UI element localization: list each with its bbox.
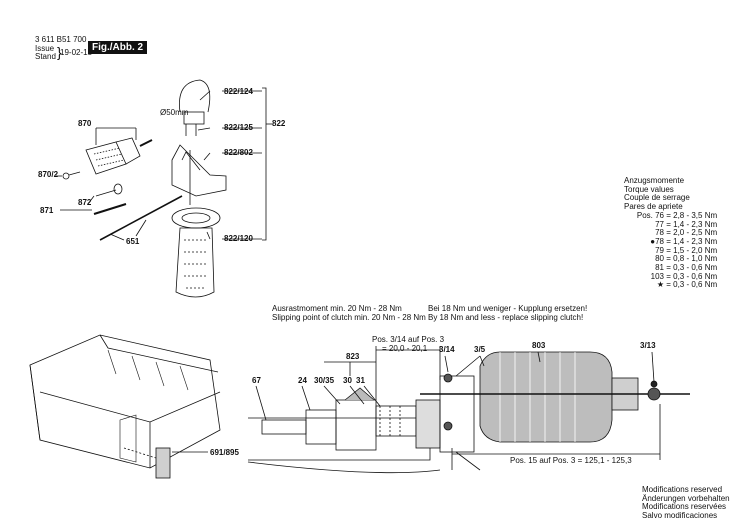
modifications-line: Modifications reserved bbox=[642, 485, 723, 494]
torque-row: 81 = 0,3 - 0,6 Nm bbox=[624, 263, 718, 273]
torque-value: = 1,4 - 2,3 Nm bbox=[666, 219, 718, 229]
handle-grip bbox=[175, 227, 215, 298]
torque-row: ★ = 0,3 - 0,6 Nm bbox=[624, 281, 717, 290]
torque-values-table: Anzugsmomente Torque values Couple de se… bbox=[624, 176, 718, 290]
diameter-label: Ø50mm bbox=[160, 108, 189, 117]
part-803: 803 bbox=[532, 341, 546, 350]
torque-value: = 1,5 - 2,0 Nm bbox=[666, 245, 718, 255]
handle-collar bbox=[171, 207, 221, 229]
carrying-case bbox=[29, 334, 221, 479]
motor-section-view bbox=[247, 346, 690, 474]
drill-chuck bbox=[85, 137, 153, 175]
torque-key: 78 bbox=[655, 236, 664, 246]
torque-title-de: Anzugsmomente bbox=[624, 176, 685, 185]
depth-gauge-clamp bbox=[179, 79, 211, 136]
part-822: 822 bbox=[272, 119, 286, 128]
part-24: 24 bbox=[298, 376, 307, 385]
part-822-802: 822/802 bbox=[224, 148, 253, 157]
torque-row: 103 = 0,3 - 0,6 Nm bbox=[624, 271, 718, 282]
part-823: 823 bbox=[346, 352, 360, 361]
torque-value: = 0,3 - 0,6 Nm bbox=[666, 280, 718, 290]
depth-rod bbox=[99, 195, 183, 241]
bracket-822 bbox=[262, 87, 267, 241]
torque-value: = 0,3 - 0,6 Nm bbox=[666, 263, 718, 273]
pos-314-label: Pos. 3/14 auf Pos. 3 bbox=[372, 335, 445, 344]
filled-circle-icon: ● bbox=[650, 236, 656, 246]
torque-key: 78 bbox=[655, 228, 664, 238]
part-870-2: 870/2 bbox=[38, 170, 59, 179]
torque-row: 80 = 0,8 - 1,0 Nm bbox=[624, 254, 718, 264]
modifications-line: Änderungen vorbehalten bbox=[642, 493, 730, 503]
torque-title-en: Torque values bbox=[624, 184, 674, 194]
chuck-screw bbox=[62, 171, 81, 180]
part-30-35: 30/35 bbox=[314, 376, 335, 385]
part-3-5: 3/5 bbox=[474, 345, 486, 354]
torque-key: 79 bbox=[655, 245, 664, 255]
issue-label: Issue bbox=[35, 44, 55, 53]
clutch-note-en: By 18 Nm and less - replace slipping clu… bbox=[428, 313, 584, 322]
part-3-13: 3/13 bbox=[640, 341, 656, 350]
part-822-124: 822/124 bbox=[224, 87, 253, 96]
modifications-line: Salvo modificaciones bbox=[642, 510, 718, 520]
star-icon: ★ bbox=[656, 280, 664, 290]
part-3-14: 3/14 bbox=[439, 345, 455, 354]
part-822-120: 822/120 bbox=[224, 234, 253, 243]
torque-row: Pos. 76 = 2,8 - 3,5 Nm bbox=[624, 210, 718, 221]
part-870: 870 bbox=[78, 119, 92, 128]
chuck-key bbox=[95, 183, 123, 197]
part-30: 30 bbox=[343, 376, 352, 385]
torque-value: = 0,8 - 1,0 Nm bbox=[666, 254, 718, 264]
part-872: 872 bbox=[78, 198, 92, 207]
part-871: 871 bbox=[40, 206, 54, 215]
torque-row: ●78 = 1,4 - 2,3 Nm bbox=[624, 236, 718, 247]
part-31: 31 bbox=[356, 376, 365, 385]
pos-15-label: Pos. 15 auf Pos. 3 = 125,1 - 125,3 bbox=[510, 456, 632, 465]
torque-row: 79 = 1,5 - 2,0 Nm bbox=[624, 245, 718, 256]
modifications-line: Modifications reservées bbox=[642, 502, 727, 512]
bracket-brace: } bbox=[57, 44, 62, 60]
torque-value: = 2,0 - 2,5 Nm bbox=[666, 228, 718, 238]
torque-row: 77 = 1,4 - 2,3 Nm bbox=[624, 219, 718, 230]
torque-value: = 2,8 - 3,5 Nm bbox=[666, 210, 718, 220]
stand-label: Stand bbox=[35, 52, 56, 61]
doc-number: 3 611 B51 700 bbox=[35, 35, 87, 44]
torque-key: 77 bbox=[655, 219, 664, 229]
part-651: 651 bbox=[126, 237, 140, 246]
torque-row: 78 = 2,0 - 2,5 Nm bbox=[624, 228, 718, 238]
issue-date: 19-02-15 bbox=[60, 48, 93, 57]
torque-title-es: Pares de apriete bbox=[624, 202, 683, 212]
torque-key: 103 bbox=[650, 271, 664, 281]
modifications-notice: Modifications reserved Änderungen vorbeh… bbox=[642, 485, 730, 520]
part-67: 67 bbox=[252, 376, 261, 385]
side-handle-body bbox=[171, 144, 227, 205]
torque-value: = 0,3 - 0,6 Nm bbox=[666, 271, 718, 281]
chuck-adapter bbox=[93, 203, 127, 215]
figure-badge: Fig./Abb. 2 bbox=[88, 41, 148, 54]
torque-key: 80 bbox=[655, 254, 664, 264]
torque-title-fr: Couple de serrage bbox=[624, 193, 690, 203]
torque-key: 81 bbox=[655, 263, 664, 273]
torque-value: = 1,4 - 2,3 Nm bbox=[666, 236, 718, 246]
part-691-895: 691/895 bbox=[210, 448, 239, 457]
slip-note-en: Slipping point of clutch min. 20 Nm - 28… bbox=[272, 313, 426, 322]
pos-314-value: = 20,0 - 20,1 bbox=[382, 344, 428, 353]
torque-key: Pos. 76 bbox=[636, 210, 664, 220]
slip-note-de: Ausrastmoment min. 20 Nm - 28 Nm bbox=[272, 304, 402, 313]
clutch-note-de: Bei 18 Nm und weniger - Kupplung ersetze… bbox=[428, 304, 588, 313]
part-822-125: 822/125 bbox=[224, 123, 253, 132]
